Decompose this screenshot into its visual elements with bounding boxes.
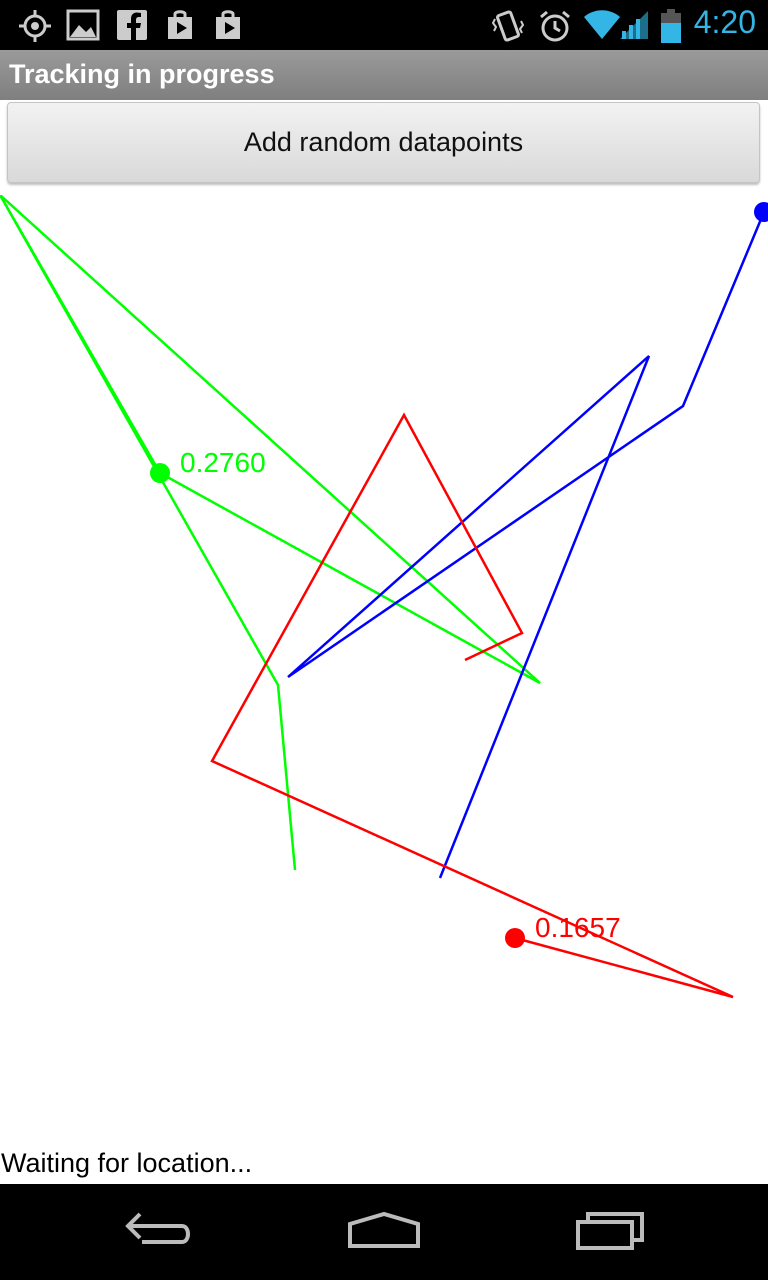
page-title: Tracking in progress (9, 59, 275, 89)
track-marker-2 (505, 928, 525, 948)
track-marker-1 (754, 202, 768, 222)
location-status-text: Waiting for location... (1, 1148, 253, 1178)
recent-apps-icon[interactable] (574, 1208, 646, 1252)
back-icon[interactable] (124, 1208, 196, 1252)
tracking-plot: 0.2760 0.1657 (0, 195, 768, 999)
track-line-1 (287, 211, 766, 879)
facebook-icon (117, 10, 147, 40)
battery-icon (661, 9, 681, 43)
gps-icon (19, 10, 51, 42)
add-random-datapoints-button[interactable]: Add random datapoints (7, 102, 760, 183)
shopping-bag-icon (216, 10, 240, 39)
clock: 4:20 (693, 4, 756, 40)
alarm-icon (540, 10, 570, 42)
home-icon[interactable] (346, 1208, 422, 1252)
track-value-label-2: 0.1657 (535, 912, 621, 943)
track-value-label-0: 0.2760 (180, 447, 266, 478)
navigation-bar (0, 1184, 768, 1280)
gallery-icon (66, 9, 100, 41)
track-line-2 (210, 412, 734, 999)
title-bar: Tracking in progress (0, 50, 768, 100)
play-store-icon (168, 10, 192, 39)
wifi-icon (584, 10, 620, 39)
vibrate-icon (492, 10, 524, 42)
status-bar: 4:20 (0, 0, 768, 50)
track-marker-0 (150, 463, 170, 483)
track-line-0 (0, 195, 541, 871)
signal-icon (620, 11, 648, 39)
